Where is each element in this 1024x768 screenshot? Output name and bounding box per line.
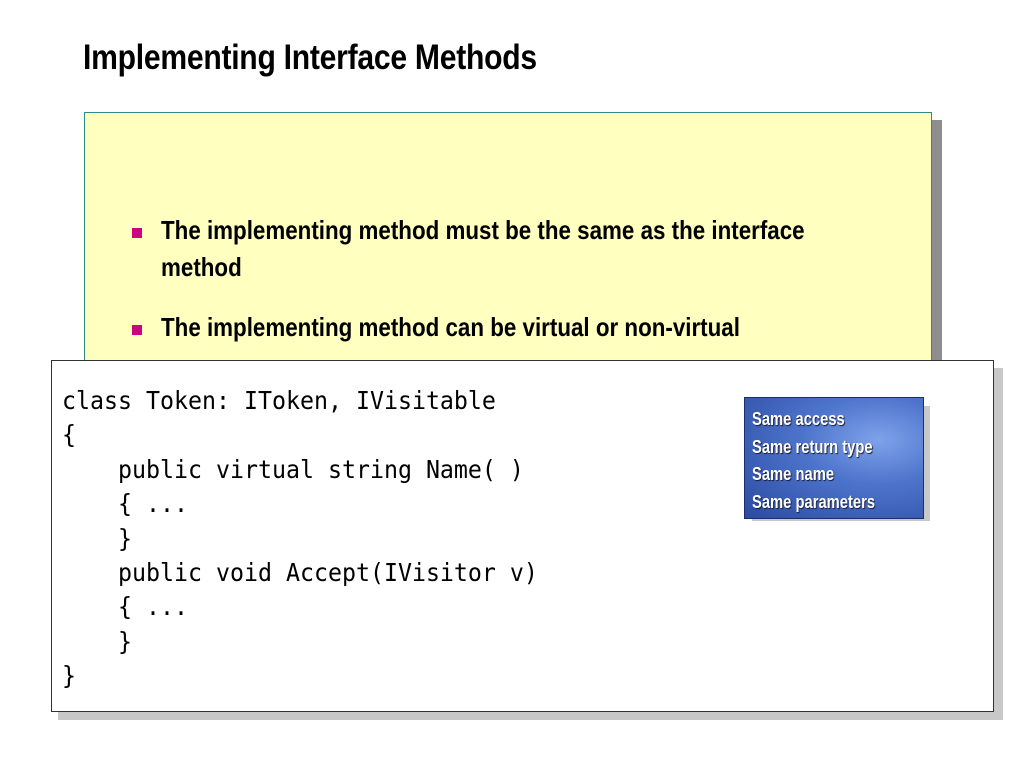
code-sample: class Token: IToken, IVisitable { public…	[62, 386, 538, 691]
callout-item: Same parameters	[752, 491, 876, 512]
callout-item: Same access	[752, 409, 845, 429]
bullet-box	[84, 112, 932, 372]
square-bullet-icon	[132, 228, 142, 238]
callout-item: Same name	[752, 464, 835, 484]
bullet-text: The implementing method must be the same…	[161, 215, 805, 282]
bullet-list: The implementing method must be the same…	[130, 212, 910, 369]
slide-title: Implementing Interface Methods	[83, 38, 537, 77]
callout-item: Same return type	[752, 436, 873, 457]
requirements-callout: Same access Same return type Same name S…	[744, 397, 924, 519]
bullet-item: The implementing method must be the same…	[130, 212, 910, 286]
square-bullet-icon	[132, 325, 142, 335]
bullet-item: The implementing method can be virtual o…	[130, 309, 910, 346]
bullet-text: The implementing method can be virtual o…	[161, 312, 740, 342]
